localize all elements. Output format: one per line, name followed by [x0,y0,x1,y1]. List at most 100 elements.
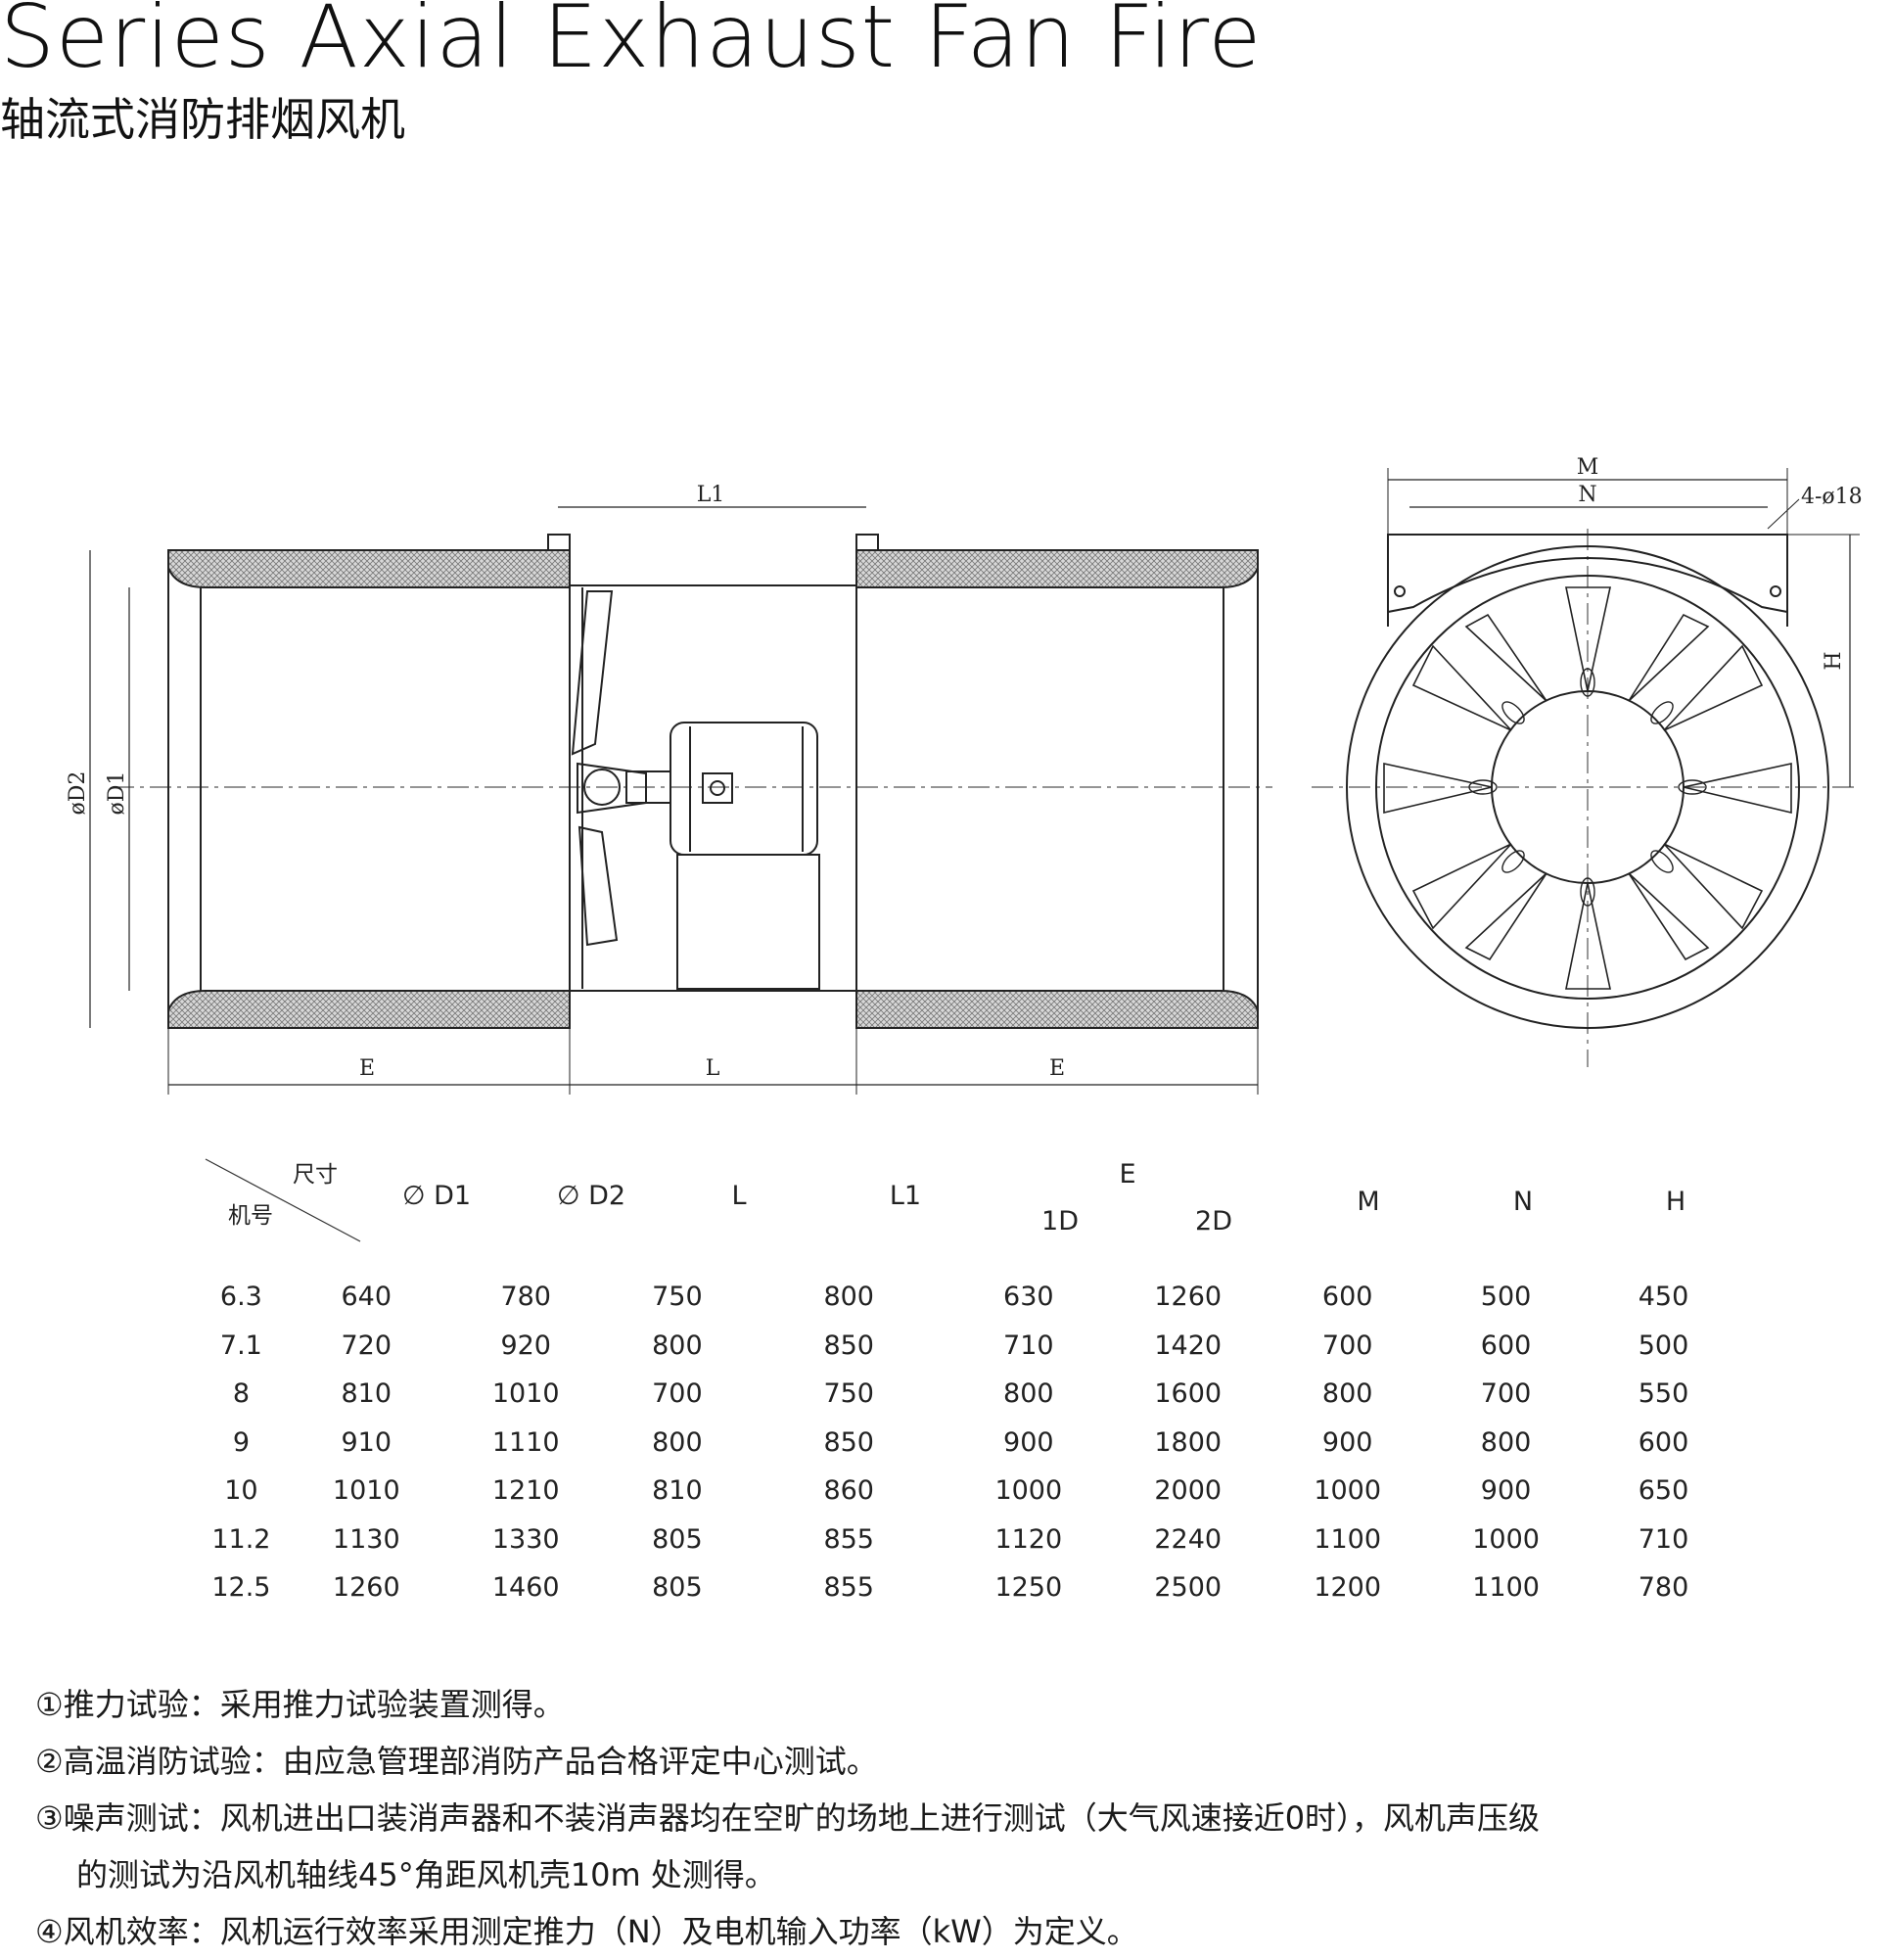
table-cell: 780 [1638,1572,1689,1604]
header-e: E [1119,1159,1136,1190]
table-cell: 805 [652,1572,703,1604]
header-e-1d: 1D [1041,1206,1079,1237]
right-duct-bottom-insulation [855,990,1259,1029]
right-duct-top-insulation [855,549,1259,588]
table-cell: 1260 [332,1572,400,1604]
table-cell: 800 [1480,1426,1532,1458]
table-cell: 1210 [491,1475,560,1507]
table-cell: 800 [1003,1378,1054,1410]
table-cell: 630 [1003,1282,1054,1313]
table-cell: 6.3 [219,1282,262,1313]
table-cell: 600 [1480,1330,1532,1361]
guide-vanes [1383,586,1792,990]
label-m: M [1577,455,1599,480]
table-cell: 2240 [1154,1523,1223,1555]
table-cell: 1120 [994,1523,1063,1555]
spec-table-header: 尺寸 机号 ∅ D1 ∅ D2 L L1 E 1D 2D M N H [196,1155,1742,1273]
table-cell: 800 [823,1282,874,1313]
label-e-right: E [1049,1056,1065,1081]
table-cell: 780 [500,1282,551,1313]
header-e-2d: 2D [1195,1206,1232,1237]
table-cell: 1130 [332,1523,400,1555]
table-cell: 9 [232,1426,250,1458]
header-size: 尺寸 [293,1162,338,1188]
note-1: ①推力试验：采用推力试验装置测得。 [35,1686,565,1723]
table-cell: 1000 [994,1475,1063,1507]
table-cell: 2500 [1154,1572,1223,1604]
label-l: L [706,1056,720,1081]
fan-technical-drawing: L1 øD2 øD1 E L E [66,455,1863,1095]
table-cell: 500 [1638,1330,1689,1361]
table-cell: 750 [823,1378,874,1410]
table-cell: 640 [341,1282,392,1313]
table-cell: 810 [652,1475,703,1507]
table-cell: 710 [1003,1330,1054,1361]
note-3-continued: 的测试为沿风机轴线45°角距风机壳10m 处测得。 [76,1856,776,1893]
table-cell: 1260 [1154,1282,1223,1313]
table-cell: 1100 [1472,1572,1540,1604]
header-m: M [1357,1187,1380,1217]
table-cell: 600 [1638,1426,1689,1458]
hub-petals [1468,668,1707,907]
table-cell: 810 [341,1378,392,1410]
table-cell: 500 [1480,1282,1532,1313]
table-cell: 850 [823,1330,874,1361]
title-chinese: 轴流式消防排烟风机 [0,93,405,146]
table-cell: 920 [500,1330,551,1361]
spec-table: 尺寸 机号 ∅ D1 ∅ D2 L L1 E 1D 2D M N H 6.3 64… [196,1155,1742,1612]
table-cell: 805 [652,1523,703,1555]
mounting-bracket [1387,534,1788,614]
label-e-left: E [359,1056,375,1081]
table-cell: 1420 [1154,1330,1223,1361]
table-cell: 700 [652,1378,703,1410]
outer-casing [1346,545,1829,1029]
table-cell: 1200 [1314,1572,1382,1604]
table-cell: 600 [1321,1282,1373,1313]
header-d1: ∅ D1 [401,1181,472,1211]
impeller-blades [571,590,647,947]
table-cell: 450 [1638,1282,1689,1313]
table-cell: 8 [232,1378,250,1410]
table-cell: 900 [1321,1426,1373,1458]
label-d1: øD1 [105,771,129,816]
table-cell: 855 [823,1572,874,1604]
side-view [89,506,1272,1095]
left-duct-bottom-insulation [167,990,571,1029]
table-cell: 1100 [1314,1523,1382,1555]
title-english: Series Axial Exhaust Fan Fire [0,0,1263,87]
label-holes: 4-ø18 [1801,485,1863,509]
label-d2: øD2 [66,771,90,816]
table-cell: 855 [823,1523,874,1555]
header-d2: ∅ D2 [556,1181,626,1211]
table-cell: 1460 [491,1572,560,1604]
left-duct-top-insulation [167,549,571,588]
header-h: H [1665,1187,1686,1217]
table-cell: 850 [823,1426,874,1458]
motor-base [676,854,820,990]
table-cell: 710 [1638,1523,1689,1555]
header-l: L [731,1181,747,1211]
table-cell: 860 [823,1475,874,1507]
table-cell: 700 [1480,1378,1532,1410]
header-n: N [1512,1187,1534,1217]
table-cell: 910 [341,1426,392,1458]
table-cell: 1330 [491,1523,560,1555]
note-3: ③噪声测试：风机进出口装消声器和不装消声器均在空旷的场地上进行测试（大气风速接近… [35,1799,1541,1837]
label-l1: L1 [697,483,725,507]
table-cell: 650 [1638,1475,1689,1507]
front-view [1312,468,1860,1067]
table-cell: 800 [1321,1378,1373,1410]
note-4: ④风机效率：风机运行效率采用测定推力（N）及电机输入功率（kW）为定义。 [35,1913,1138,1950]
table-cell: 720 [341,1330,392,1361]
table-cell: 1010 [332,1475,400,1507]
table-cell: 700 [1321,1330,1373,1361]
table-cell: 1110 [491,1426,560,1458]
note-2: ②高温消防试验：由应急管理部消防产品合格评定中心测试。 [35,1743,878,1780]
header-l1: L1 [889,1181,922,1211]
